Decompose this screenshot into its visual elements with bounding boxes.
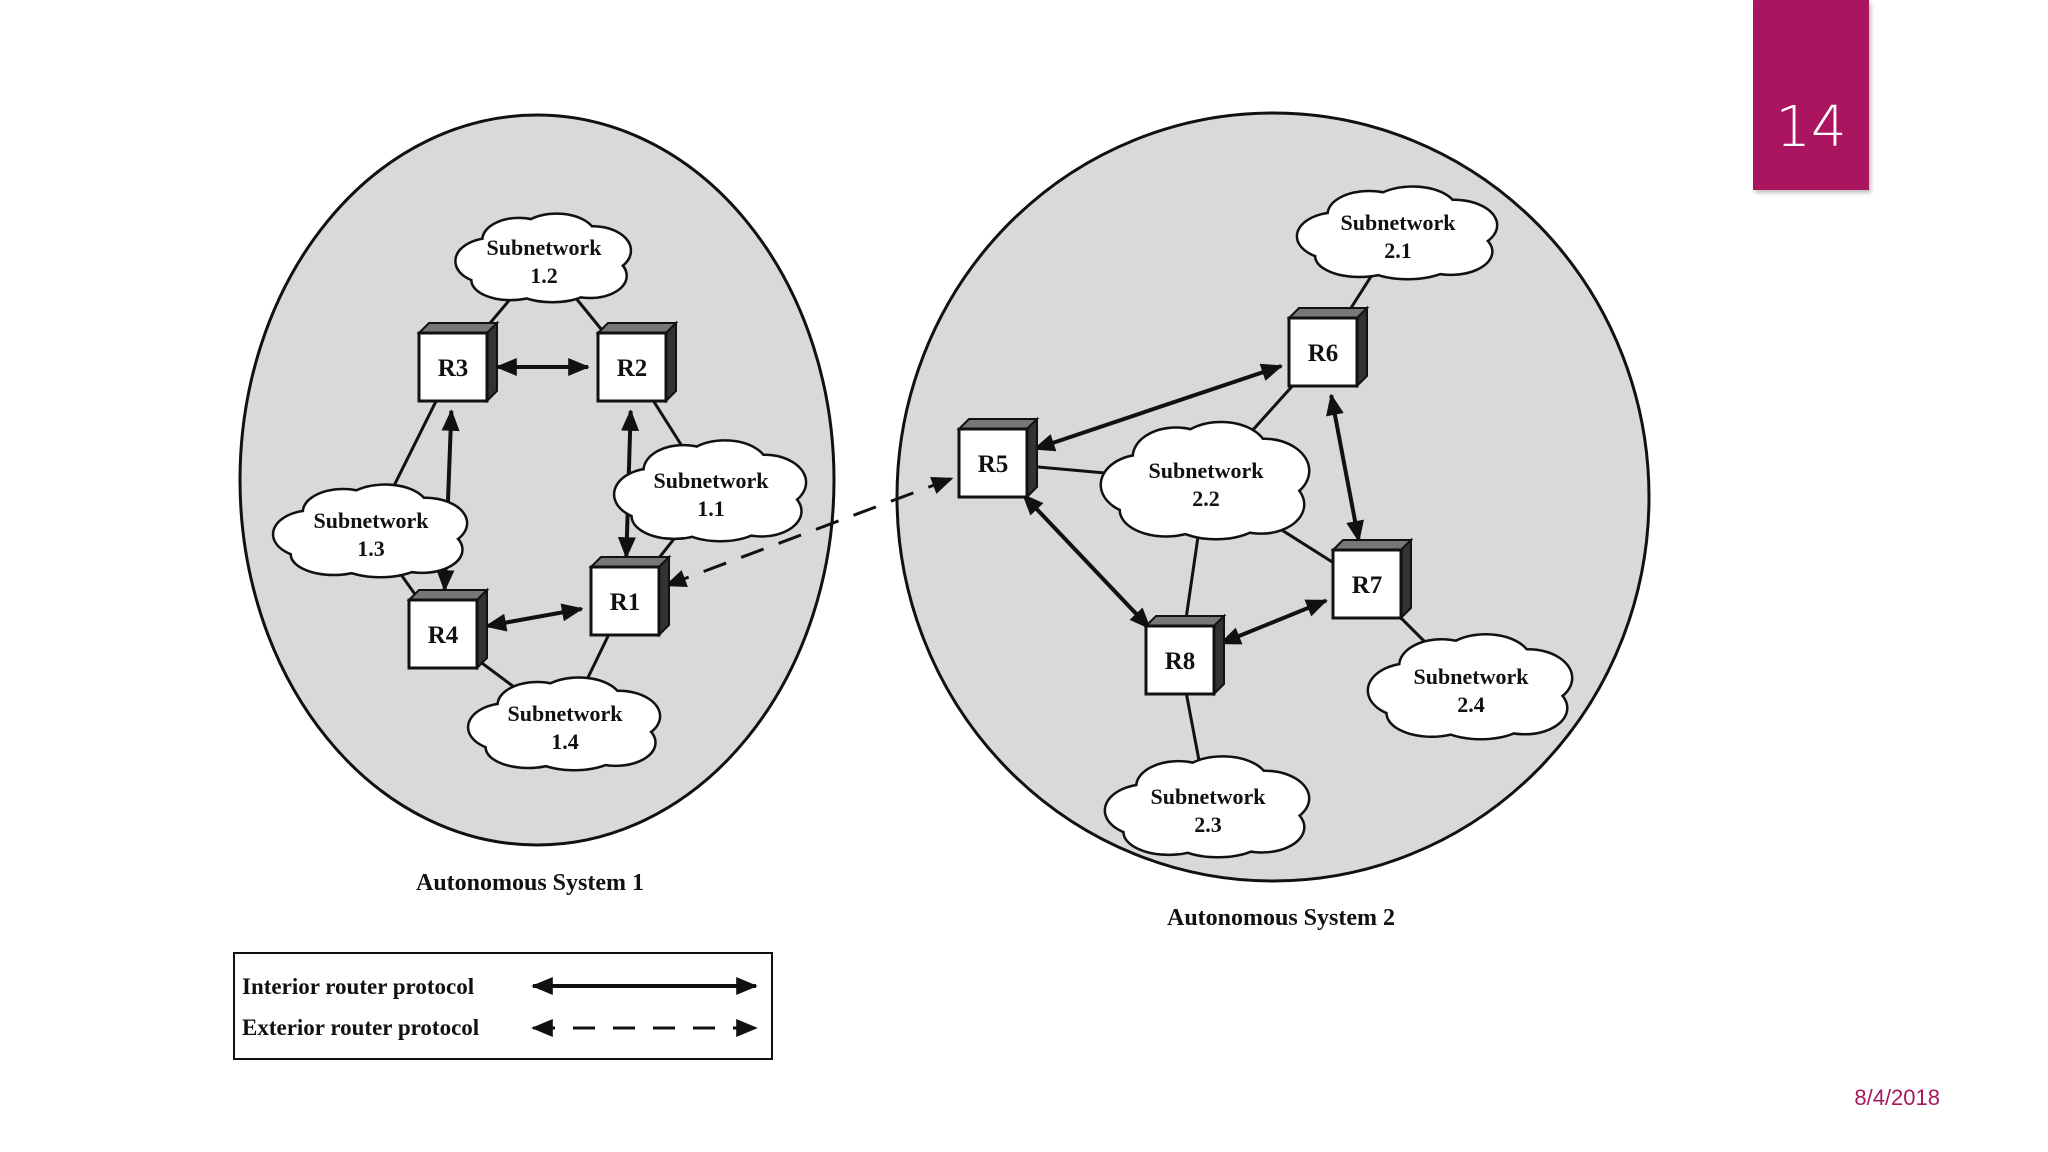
subnetwork-title: Subnetwork [1414, 664, 1530, 689]
slide-date: 8/4/2018 [1854, 1085, 1940, 1110]
router-front-face [957, 427, 1029, 499]
router-r7: R7 [1330, 537, 1414, 621]
router-front-face [589, 565, 661, 637]
subnetwork-number: 2.2 [1192, 486, 1220, 511]
router-front-face [596, 331, 668, 403]
subnetwork-title: Subnetwork [508, 701, 624, 726]
router-front-face [1287, 316, 1359, 388]
autonomous-system-1-label: Autonomous System 1 [416, 870, 644, 896]
subnetwork-number: 1.4 [551, 729, 579, 754]
router-front-face [1331, 548, 1403, 620]
subnetwork-1-4: Subnetwork 1.4 [466, 676, 662, 772]
router-r5: R5 [956, 416, 1040, 500]
subnetworks-layer: Subnetwork1.1Subnetwork1.2Subnetwork1.3S… [271, 185, 1574, 859]
legend-interior-label: Interior router protocol [242, 974, 474, 999]
subnetwork-number: 2.3 [1194, 812, 1222, 837]
cloud-body [642, 463, 780, 521]
interior-link-r4-r1 [484, 603, 584, 632]
subnetwork-1-1: Subnetwork 1.1 [612, 439, 808, 543]
router-r8: R8 [1143, 613, 1227, 697]
subnetwork-number: 1.2 [530, 263, 558, 288]
router-front-face [1144, 624, 1216, 696]
page-number-badge: 14 [1753, 0, 1869, 190]
cloud-body [301, 505, 441, 559]
router-r6: R6 [1286, 305, 1370, 389]
router-front-face [417, 331, 489, 403]
subnetwork-2-2: Subnetwork 2.2 [1099, 420, 1311, 541]
router-label: R1 [610, 589, 641, 616]
router-label: R6 [1308, 340, 1339, 367]
subnetwork-1-3: Subnetwork 1.3 [271, 483, 469, 579]
subnetwork-title: Subnetwork [487, 235, 603, 260]
subnetwork-2-4: Subnetwork 2.4 [1366, 633, 1574, 741]
subnetwork-title: Subnetwork [1151, 784, 1267, 809]
autonomous-system-2-label: Autonomous System 2 [1167, 905, 1395, 931]
cloud-body [481, 233, 607, 285]
subnetwork-title: Subnetwork [1341, 210, 1457, 235]
page-number: 14 [1775, 95, 1847, 160]
router-label: R8 [1165, 648, 1196, 675]
cloud-body [1131, 448, 1281, 516]
router-label: R5 [978, 451, 1009, 478]
router-r1: R1 [588, 554, 672, 638]
subnetwork-title: Subnetwork [1149, 458, 1265, 483]
router-label: R7 [1352, 572, 1383, 599]
subnetwork-number: 1.1 [697, 496, 725, 521]
legend-box [233, 952, 773, 1060]
interior-link-r5-r8 [1021, 493, 1152, 630]
cloud-body [496, 698, 634, 752]
subnetwork-number: 1.3 [357, 536, 385, 561]
cloud-body [1397, 658, 1545, 718]
subnetwork-title: Subnetwork [314, 508, 430, 533]
subnetwork-2-1: Subnetwork 2.1 [1295, 185, 1499, 281]
router-r3: R3 [416, 320, 500, 404]
interior-link-r8-r7 [1219, 598, 1328, 646]
interior-link-r5-r6 [1032, 363, 1284, 452]
legend-exterior-label: Exterior router protocol [242, 1015, 479, 1040]
subnetwork-1-2: Subnetwork 1.2 [454, 212, 633, 304]
router-front-face [407, 598, 479, 670]
router-label: R3 [438, 355, 469, 382]
subnetwork-number: 2.1 [1384, 238, 1412, 263]
router-r4: R4 [406, 587, 490, 671]
interior-link-r6-r7 [1326, 393, 1364, 543]
subnetwork-2-3: Subnetwork 2.3 [1103, 755, 1311, 859]
subnetwork-number: 2.4 [1457, 692, 1485, 717]
router-label: R2 [617, 355, 648, 382]
router-r2: R2 [595, 320, 679, 404]
legend: Interior router protocol Exterior router… [233, 952, 773, 1060]
subnetwork-title: Subnetwork [654, 468, 770, 493]
router-label: R4 [428, 622, 459, 649]
cloud-body [1326, 207, 1470, 261]
exterior-link-r1-r5 [664, 476, 954, 588]
cloud-body [1134, 779, 1282, 837]
